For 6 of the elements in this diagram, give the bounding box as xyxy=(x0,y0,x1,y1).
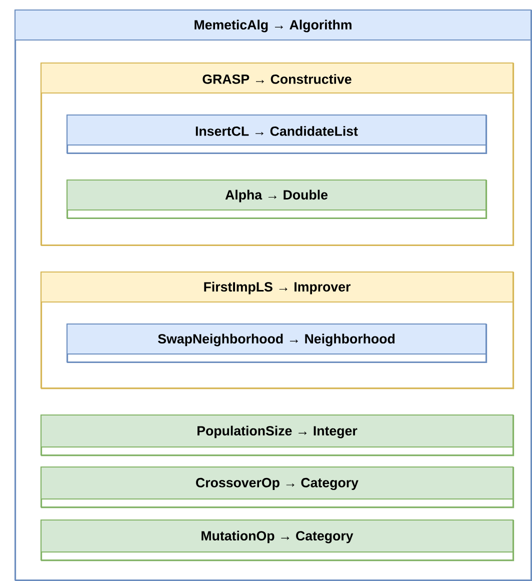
swimlane-box: SwapNeighborhood → Neighborhood xyxy=(66,323,488,364)
swimlane-box: CrossoverOp → Category xyxy=(40,466,514,508)
swimlane-box: PopulationSize → Integer xyxy=(40,414,514,456)
swimlane-box: MutationOp → Category xyxy=(40,519,514,562)
swimlane-box: InsertCL → CandidateList xyxy=(66,114,488,154)
swimlane-box: Alpha → Double xyxy=(66,179,488,220)
